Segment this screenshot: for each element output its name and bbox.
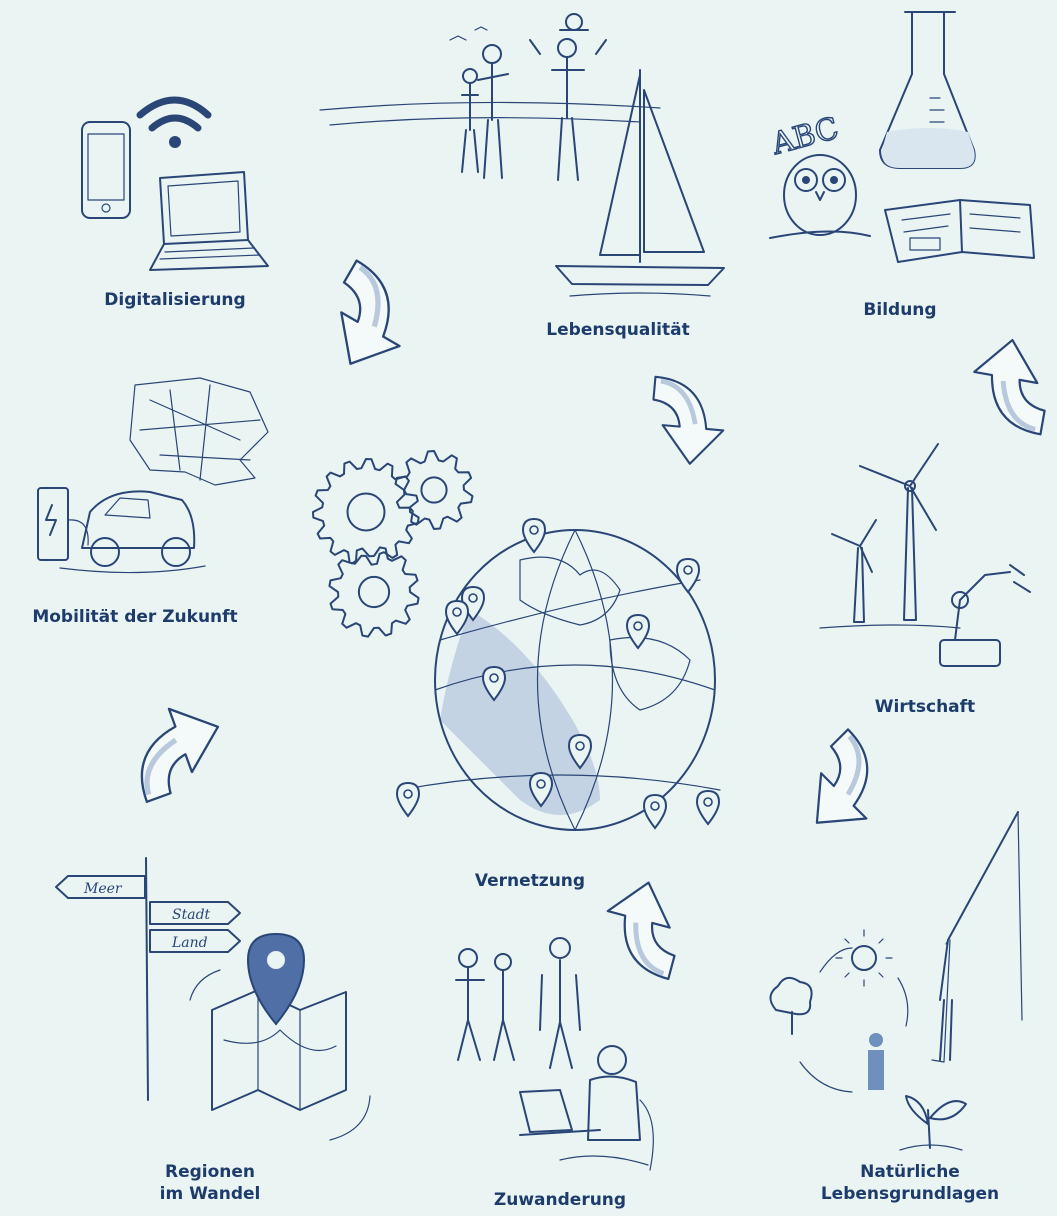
label-digitalisierung: Digitalisierung (85, 289, 265, 311)
signpost-stadt: Stadt (172, 907, 211, 923)
man-at-laptop-illustration (520, 1046, 653, 1170)
svg-text:ABC: ABC (767, 111, 842, 162)
wind-turbine-icon (820, 444, 960, 628)
label-wirtschaft: Wirtschaft (855, 696, 995, 718)
abc-letters-icon: ABC (767, 111, 842, 162)
label-mobilitaet: Mobilität der Zukunft (20, 606, 250, 628)
label-bildung: Bildung (820, 299, 980, 321)
gear-icon (329, 547, 418, 636)
flow-arrow-icon (648, 377, 727, 467)
laptop-icon (150, 172, 268, 270)
flow-arrow-icon (310, 261, 425, 381)
map-pin-icon (397, 783, 419, 816)
label-zuwanderung: Zuwanderung (470, 1189, 650, 1211)
migrants-walking-illustration (456, 938, 580, 1068)
smartphone-icon (82, 122, 130, 218)
owl-illustration (770, 155, 870, 238)
map-pin-icon (644, 795, 666, 828)
map-pin-icon (697, 791, 719, 824)
signpost-land: Land (171, 935, 208, 951)
flask-icon (880, 12, 975, 168)
city-map-sketch (130, 378, 268, 485)
beach-family-illustration (320, 14, 660, 180)
crane-illustration (932, 812, 1022, 1062)
network-globe-illustration (400, 530, 720, 830)
label-vernetzung: Vernetzung (445, 870, 615, 892)
cycle-arrows (800, 948, 908, 1092)
flow-arrow-icon (966, 334, 1056, 434)
label-lebensqualitaet: Lebensqualität (528, 319, 708, 341)
robot-arm-icon (940, 565, 1030, 666)
map-pin-icon (627, 615, 649, 648)
map-pin-icon (523, 519, 545, 552)
map-pin-icon (677, 559, 699, 592)
person-icon (868, 1033, 884, 1090)
sun-icon (836, 930, 892, 986)
label-regionen-line1: Regionen (130, 1161, 290, 1183)
gear-icon (313, 459, 419, 565)
label-regionen-im-wandel: Regionen im Wandel (130, 1161, 290, 1205)
book-icon (885, 200, 1034, 262)
sprout-icon (900, 1096, 966, 1150)
flow-arrow-icon (120, 695, 234, 802)
gear-icon (396, 451, 473, 529)
tree-icon (770, 978, 811, 1034)
charging-station-icon (38, 488, 88, 560)
label-regionen-line2: im Wandel (130, 1183, 290, 1205)
label-natuerliche-lebensgrundlagen: Natürliche Lebensgrundlagen (800, 1161, 1020, 1205)
signpost-meer: Meer (83, 881, 123, 897)
label-lebensgrundlagen-line1: Natürliche (800, 1161, 1020, 1183)
folded-map-with-pin-icon (190, 934, 370, 1140)
electric-car-illustration (60, 491, 205, 572)
flow-arrow-icon (786, 729, 902, 845)
wifi-icon (140, 100, 208, 148)
label-lebensgrundlagen-line2: Lebensgrundlagen (800, 1183, 1020, 1205)
